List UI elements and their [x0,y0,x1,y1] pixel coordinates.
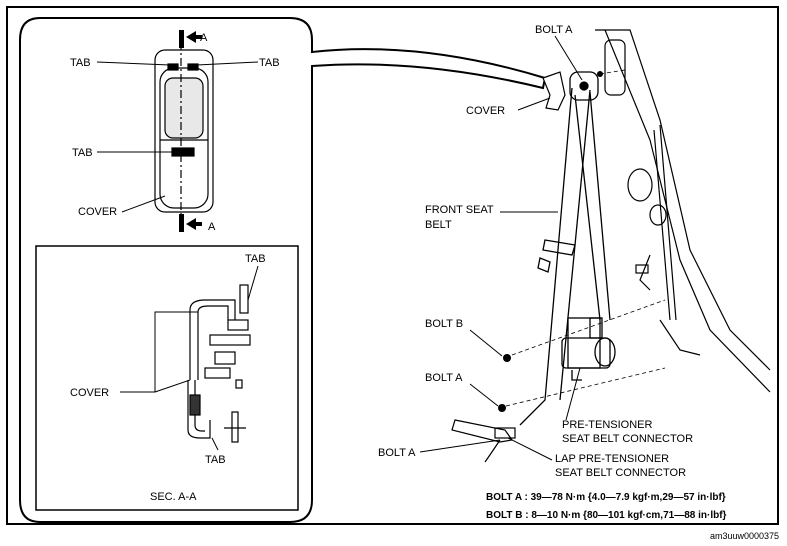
bolt-b-label: BOLT B [425,318,463,330]
tab-top-left-label: TAB [70,57,91,69]
bolt-a-top-label: BOLT A [535,24,573,36]
cover-part [542,71,566,111]
lap-anchor [451,419,516,463]
b-pillar [595,29,771,393]
seat-belt-webbing [519,71,611,426]
front-seat-belt-label-2: BELT [425,219,452,231]
tab-top-right-label: TAB [259,57,280,69]
tab-mid-label: TAB [72,147,93,159]
lap-pretensioner-label-1: LAP PRE-TENSIONER [555,453,669,465]
diagram-frame [6,6,779,525]
pretensioner-label-1: PRE-TENSIONER [562,419,653,431]
cover-right-label: COVER [466,105,505,117]
cover-top-view [154,42,214,226]
bolt-a-mid-label: BOLT A [425,372,463,384]
section-marker-top: A [200,32,208,44]
cover-section-label: COVER [70,387,109,399]
section-arrows [179,30,202,232]
retractor-pretensioner [561,317,616,381]
cover-top-label: COVER [78,206,117,218]
figure-code: am3uuw0000375 [709,531,779,541]
detail-callout [19,17,547,523]
front-seat-belt-label-1: FRONT SEAT [425,204,494,216]
section-aa-box [35,245,299,511]
bolt-a-low-label: BOLT A [378,447,416,459]
tab-section-bottom-label: TAB [205,454,226,466]
torque-bolt-b: BOLT B : 8—10 N·m {80—101 kgf·cm,71—88 i… [486,510,727,521]
tab-section-top-label: TAB [245,253,266,265]
section-caption: SEC. A-A [150,491,197,503]
lap-pretensioner-label-2: SEAT BELT CONNECTOR [555,467,686,479]
section-aa-drawing [187,284,251,443]
section-marker-bottom: A [208,221,216,233]
pretensioner-label-2: SEAT BELT CONNECTOR [562,433,693,445]
torque-bolt-a: BOLT A : 39—78 N·m {4.0—7.9 kgf·m,29—57 … [486,492,726,503]
